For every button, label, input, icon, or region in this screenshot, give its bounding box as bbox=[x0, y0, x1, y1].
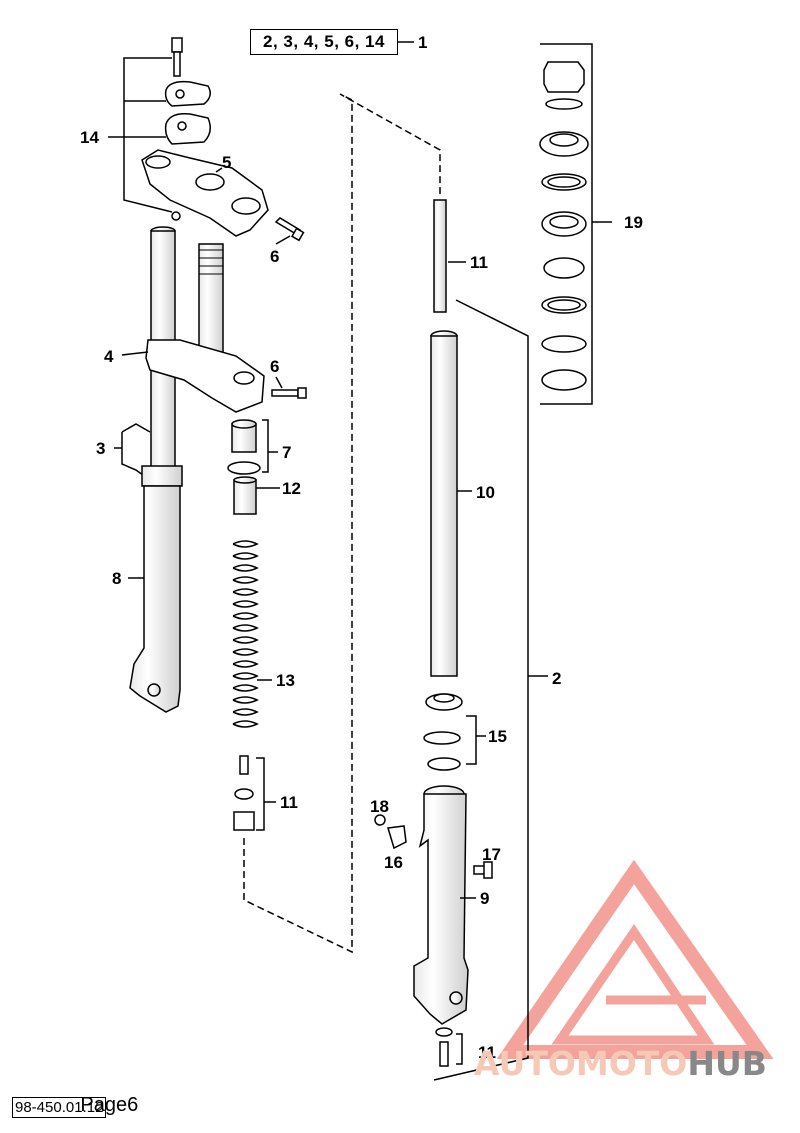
label-11a: 11 bbox=[470, 253, 488, 272]
watermark-text-part1: AUTOMOTO bbox=[474, 1044, 688, 1083]
label-6a: 6 bbox=[270, 247, 279, 266]
fork-leg-left bbox=[129, 465, 183, 713]
pinch-bolt-upper bbox=[274, 217, 305, 242]
watermark-text: AUTOMOTOHUB bbox=[474, 1044, 767, 1083]
label-12: 12 bbox=[282, 479, 301, 498]
fork-leg-right bbox=[413, 785, 469, 1025]
label-18: 18 bbox=[370, 797, 389, 816]
upper-triple-clamp bbox=[141, 149, 269, 237]
label-6b: 6 bbox=[270, 357, 279, 376]
label-3: 3 bbox=[96, 439, 105, 458]
watermark-text-part2: HUB bbox=[687, 1044, 767, 1083]
label-2: 2 bbox=[552, 669, 561, 688]
handlebar-clamp-upper bbox=[164, 80, 211, 107]
label-11c: 11 bbox=[478, 1043, 496, 1062]
label-14: 14 bbox=[80, 128, 99, 147]
fork-cap-7 bbox=[227, 419, 261, 475]
damper-bolt-left bbox=[233, 755, 255, 831]
label-9: 9 bbox=[480, 889, 489, 908]
label-4: 4 bbox=[104, 347, 114, 366]
bolt-17 bbox=[473, 861, 493, 879]
label-17: 17 bbox=[482, 845, 501, 864]
spacer-12 bbox=[233, 476, 257, 515]
label-7: 7 bbox=[282, 443, 291, 462]
label-19: 19 bbox=[624, 213, 643, 232]
lower-triple-clamp bbox=[145, 339, 265, 413]
damper-rod-11 bbox=[433, 199, 447, 313]
watermark-logo bbox=[496, 859, 774, 1059]
fitting-16 bbox=[387, 825, 407, 850]
bracket-14 bbox=[123, 57, 173, 213]
label-10: 10 bbox=[476, 483, 495, 502]
page-footer: 98-450.01.12Page6 bbox=[12, 1094, 139, 1118]
label-15: 15 bbox=[488, 727, 507, 746]
page-number: Page6 bbox=[80, 1094, 139, 1116]
label-8: 8 bbox=[112, 569, 121, 588]
document-code: 98-450.01.12 bbox=[12, 1097, 107, 1118]
top-bolt bbox=[171, 37, 183, 77]
fork-tube-10 bbox=[430, 330, 458, 677]
assembly-group-box: 2, 3, 4, 5, 6, 14 bbox=[250, 29, 398, 55]
steering-bearing-set bbox=[539, 61, 589, 391]
label-16: 16 bbox=[384, 853, 403, 872]
bottom-bolt-11 bbox=[435, 1027, 453, 1067]
label-11b: 11 bbox=[280, 793, 298, 812]
bracket-19 bbox=[540, 43, 593, 405]
dashed-leader bbox=[243, 93, 441, 954]
bracket-2 bbox=[433, 299, 529, 1081]
label-13: 13 bbox=[276, 671, 295, 690]
callout-labels: 1 2 3 4 5 6 6 7 8 9 10 11 11 11 12 13 14… bbox=[80, 33, 643, 1062]
fork-spring-13 bbox=[232, 540, 259, 728]
pinch-bolt-lower bbox=[271, 387, 307, 399]
label-1: 1 bbox=[418, 33, 427, 52]
label-5: 5 bbox=[222, 153, 231, 172]
seal-kit-15 bbox=[423, 693, 463, 771]
handlebar-clamp-lower bbox=[164, 112, 211, 145]
bolt-18 bbox=[374, 814, 386, 826]
